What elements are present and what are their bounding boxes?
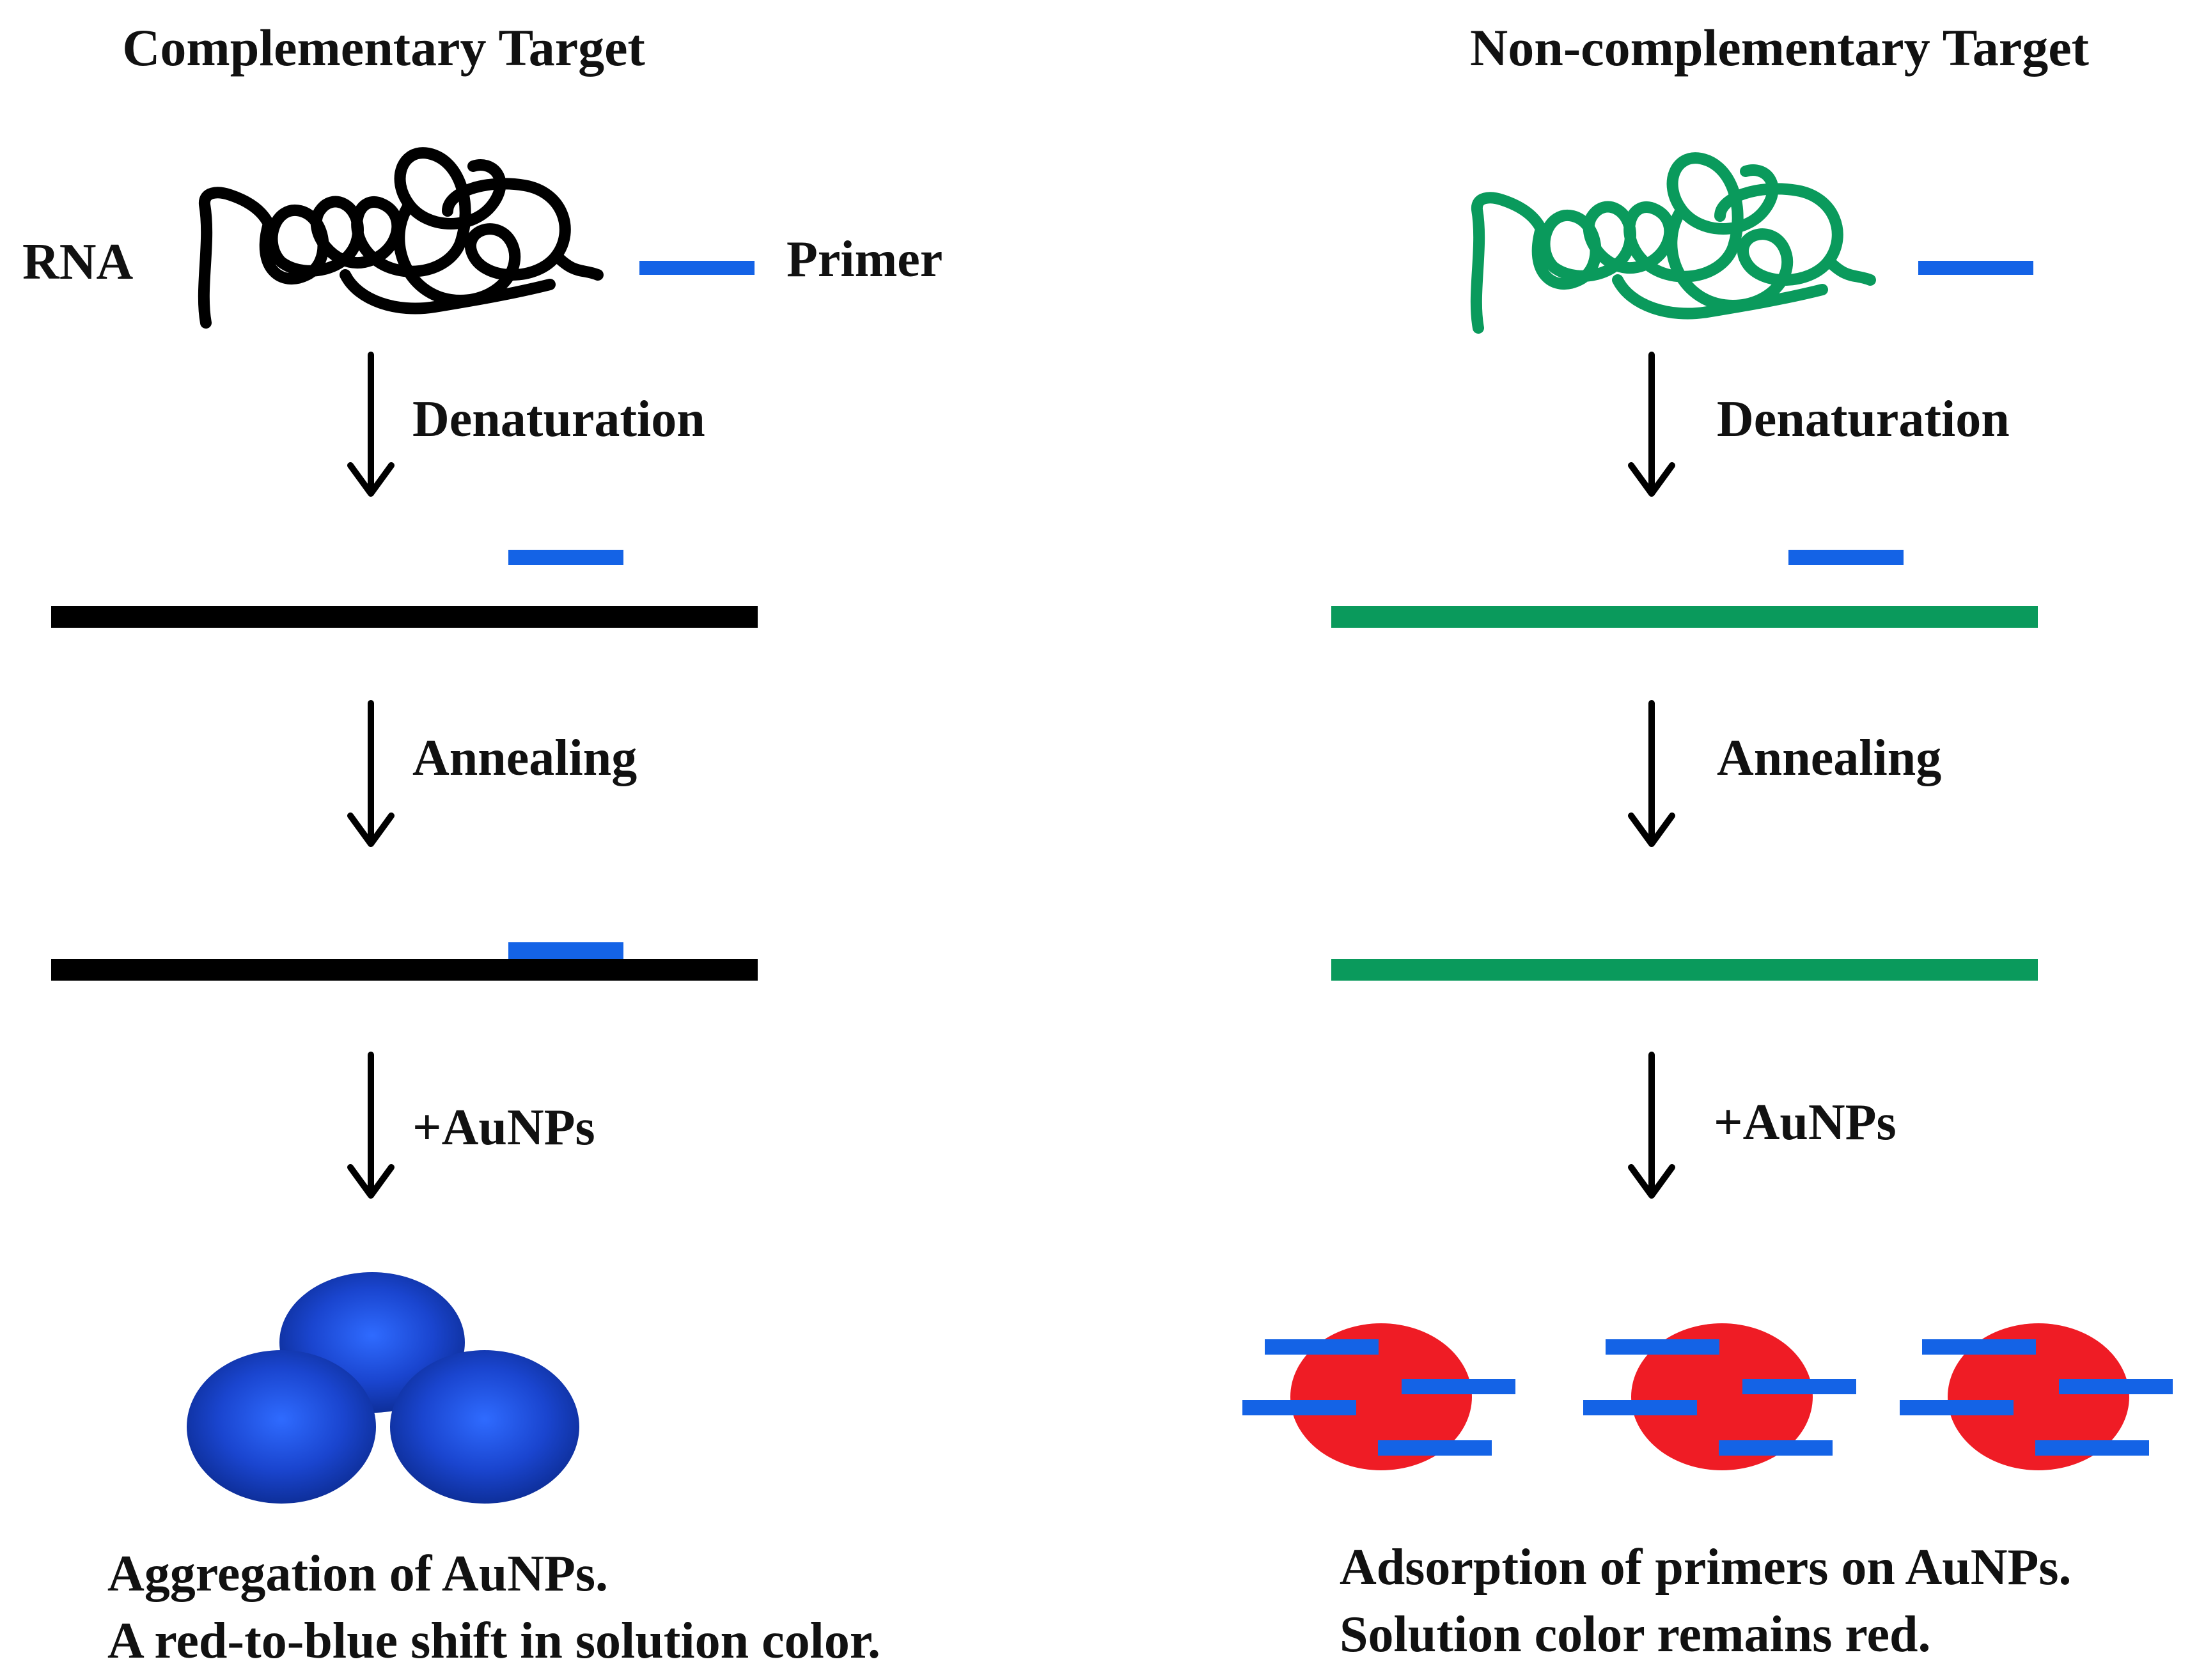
primer-label: Primer — [786, 231, 942, 288]
left-caption-line-2: A red-to-blue shift in solution color. — [107, 1613, 880, 1669]
rna-strand — [51, 606, 758, 628]
down-arrow-icon — [1628, 700, 1675, 847]
rna-coil-icon — [1470, 152, 1876, 334]
primer-strand-icon — [1900, 1400, 2014, 1415]
primer-strand-icon — [2035, 1440, 2149, 1456]
left-panel-title: Complementary Target — [122, 19, 645, 77]
right-caption-line-1: Adsorption of primers on AuNPs. — [1340, 1539, 2072, 1596]
primer-strand-icon — [2059, 1379, 2173, 1394]
rna-strand — [1331, 606, 2038, 628]
rna-label: RNA — [22, 234, 134, 290]
right-step-add-aunps: +AuNPs — [1714, 1094, 1897, 1151]
aunp-particle-icon — [390, 1350, 579, 1504]
primer-strand-icon — [1742, 1379, 1856, 1394]
dispersed-aunp — [1583, 1323, 1856, 1470]
primer-strand-icon — [1242, 1400, 1356, 1415]
primer-strand-icon — [1606, 1339, 1719, 1355]
primer-strand-icon — [639, 261, 755, 275]
left-step-denaturation: Denaturation — [412, 391, 705, 447]
dispersed-aunp — [1242, 1323, 1515, 1470]
left-step-annealing: Annealing — [412, 730, 637, 786]
primer-strand-icon — [508, 942, 623, 960]
right-step-annealing: Annealing — [1717, 730, 1941, 786]
aunp-particle-icon — [1290, 1323, 1472, 1470]
down-arrow-icon — [347, 700, 395, 847]
dispersed-aunp — [1900, 1323, 2173, 1470]
left-panel: Complementary Target RNA Primer Denatura… — [22, 19, 942, 1669]
aggregated-aunps — [187, 1272, 579, 1504]
primer-strand-icon — [1922, 1339, 2036, 1355]
primer-strand-icon — [1378, 1440, 1492, 1456]
down-arrow-icon — [1628, 352, 1675, 497]
right-caption-line-2: Solution color remains red. — [1340, 1606, 1931, 1663]
primer-strand-icon — [1265, 1339, 1379, 1355]
down-arrow-icon — [347, 352, 395, 497]
primer-strand-icon — [1402, 1379, 1515, 1394]
right-panel: Non-complementary Target Denaturation An… — [1242, 19, 2173, 1663]
primer-strand-icon — [508, 550, 623, 565]
aunp-particle-icon — [1631, 1323, 1813, 1470]
left-caption-line-1: Aggregation of AuNPs. — [107, 1546, 608, 1602]
aunp-particle-icon — [1948, 1323, 2129, 1470]
primer-strand-icon — [1788, 550, 1904, 565]
primer-strand-icon — [1719, 1440, 1833, 1456]
down-arrow-icon — [1628, 1052, 1675, 1199]
rna-coil-icon — [198, 147, 604, 329]
aunp-particle-icon — [187, 1350, 376, 1504]
left-step-add-aunps: +AuNPs — [412, 1100, 595, 1156]
primer-strand-icon — [1583, 1400, 1697, 1415]
rna-strand — [51, 959, 758, 981]
down-arrow-icon — [347, 1052, 395, 1199]
right-panel-title: Non-complementary Target — [1470, 19, 2089, 77]
rna-strand — [1331, 959, 2038, 981]
right-step-denaturation: Denaturation — [1717, 391, 2010, 447]
primer-strand-icon — [1918, 261, 2033, 275]
